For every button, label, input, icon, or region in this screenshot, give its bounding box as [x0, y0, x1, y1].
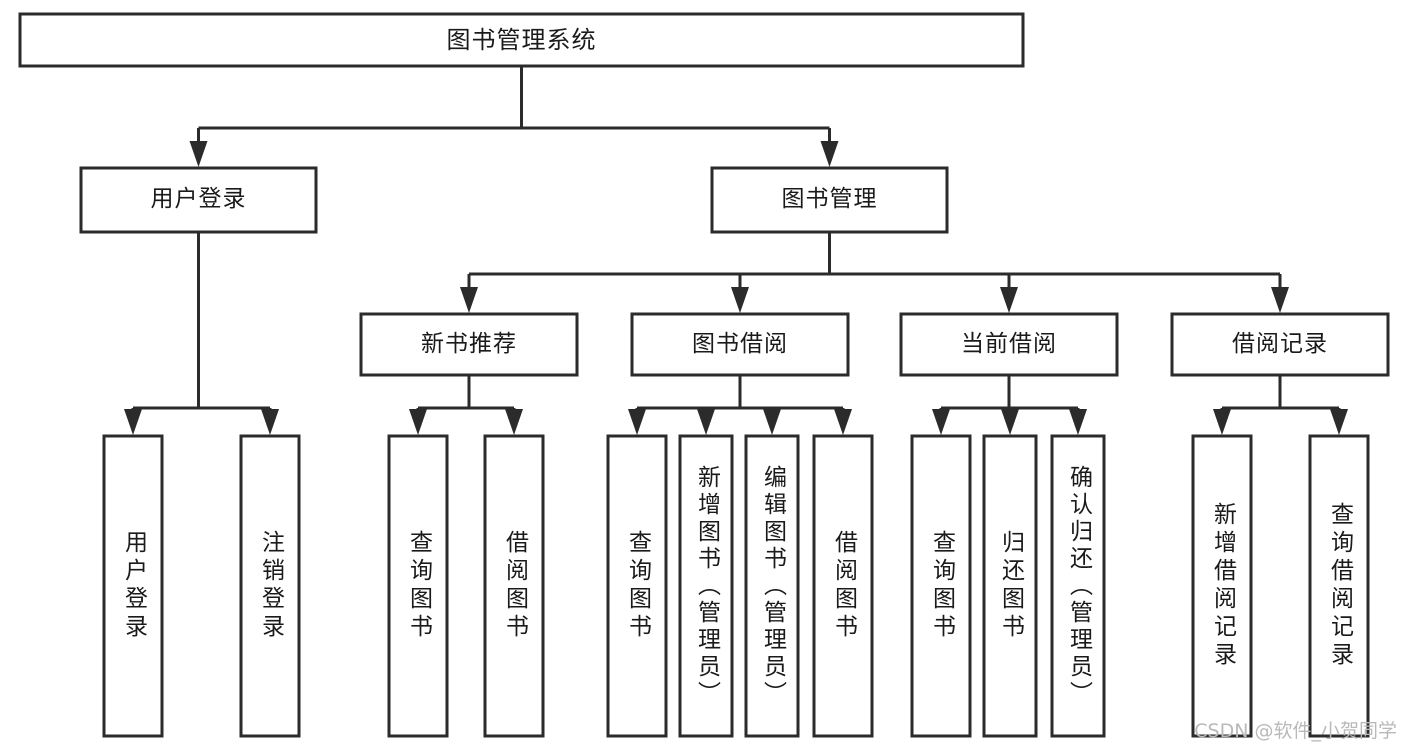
node-box-l-confirm-return[interactable]: [1050, 434, 1106, 738]
node-box-l-query-book-3[interactable]: [910, 434, 972, 738]
node-box-l-user-logout[interactable]: [239, 434, 301, 738]
user-login-bus-arrow-0: [124, 409, 142, 435]
node-box-l-query-book-1[interactable]: [387, 434, 449, 738]
node-box-l-query-record[interactable]: [1308, 434, 1370, 738]
current-borrow-bus-arrow-1: [1001, 409, 1019, 435]
edges-group: [124, 66, 1348, 435]
node-box-root[interactable]: [18, 12, 1025, 68]
borrow-record-bus-arrow-1: [1330, 409, 1348, 435]
book-borrow-bus-arrow-0: [628, 409, 646, 435]
node-box-n-borrow-record[interactable]: [1170, 312, 1390, 377]
book-mgmt-bus-arrow-1: [731, 287, 749, 313]
node-box-n-current-borrow[interactable]: [899, 312, 1119, 377]
node-box-l-borrow-book-1[interactable]: [483, 434, 545, 738]
book-borrow-bus-arrow-3: [834, 409, 852, 435]
book-borrow-bus-arrow-2: [763, 409, 781, 435]
borrow-record-bus-arrow-0: [1213, 409, 1231, 435]
watermark-text: CSDN @软件_小贺同学: [1194, 720, 1397, 742]
node-box-l-add-book[interactable]: [678, 434, 734, 738]
node-box-n-new-book-rec[interactable]: [359, 312, 579, 377]
node-box-n-book-mgmt[interactable]: [710, 166, 949, 234]
node-box-l-user-login[interactable]: [102, 434, 164, 738]
node-box-l-query-book-2[interactable]: [606, 434, 668, 738]
node-box-l-borrow-book-2[interactable]: [812, 434, 874, 738]
node-box-n-book-borrow[interactable]: [630, 312, 850, 377]
root-bus-arrow-1: [820, 141, 839, 167]
node-box-l-return-book[interactable]: [982, 434, 1038, 738]
book-mgmt-bus-arrow-3: [1271, 287, 1289, 313]
boxes-group: [18, 12, 1390, 738]
new-book-bus-arrow-1: [505, 409, 523, 435]
node-box-l-add-record[interactable]: [1191, 434, 1253, 738]
user-login-bus-arrow-1: [261, 409, 279, 435]
current-borrow-bus-arrow-2: [1069, 409, 1087, 435]
book-borrow-bus-arrow-1: [697, 409, 715, 435]
book-mgmt-bus-arrow-2: [1000, 287, 1018, 313]
node-box-l-edit-book[interactable]: [744, 434, 800, 738]
book-mgmt-bus-arrow-0: [460, 287, 478, 313]
node-box-n-user-login[interactable]: [79, 166, 318, 234]
new-book-bus-arrow-0: [409, 409, 427, 435]
root-bus-arrow-0: [189, 141, 208, 167]
current-borrow-bus-arrow-0: [932, 409, 950, 435]
